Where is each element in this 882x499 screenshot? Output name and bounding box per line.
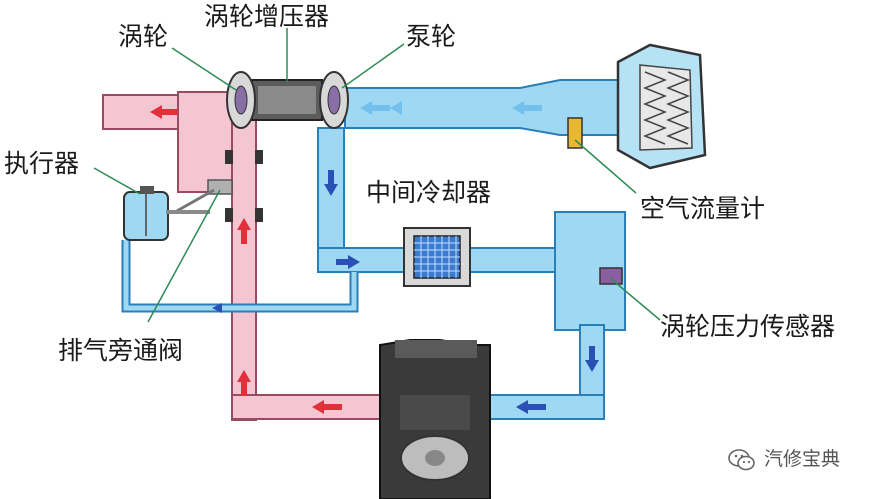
flange <box>255 150 263 164</box>
label-compressor: 泵轮 <box>406 22 457 51</box>
wechat-icon <box>728 449 755 471</box>
arrow <box>150 105 162 119</box>
airflow-meter <box>567 117 583 149</box>
label-turbine: 涡轮 <box>118 22 169 51</box>
leader-lines <box>93 28 661 323</box>
turbocharger <box>226 71 349 129</box>
arrow <box>360 101 372 115</box>
watermark: 汽修宝典 <box>728 448 868 474</box>
boost-sensor <box>599 267 623 285</box>
arrow <box>348 255 360 269</box>
exhaust-arrows <box>150 105 342 414</box>
arrow <box>324 184 338 196</box>
wastegate-rod <box>174 188 215 214</box>
arrow <box>312 400 324 414</box>
actuator <box>123 186 210 241</box>
arrow <box>512 101 524 115</box>
watermark-text: 汽修宝典 <box>764 448 841 470</box>
arrow <box>516 400 528 414</box>
label-wastegate: 排气旁通阀 <box>58 336 184 365</box>
label-actuator: 执行器 <box>4 149 80 178</box>
arrow <box>390 101 402 115</box>
arrow <box>237 370 251 382</box>
label-airflow-meter: 空气流量计 <box>640 194 766 223</box>
flange <box>255 208 263 222</box>
label-boost-sensor: 涡轮压力传感器 <box>660 312 836 341</box>
intake-system <box>121 79 626 420</box>
flange <box>225 208 233 222</box>
label-intercooler: 中间冷却器 <box>366 178 492 207</box>
label-turbocharger: 涡轮增压器 <box>204 2 330 31</box>
intercooler-inlet-pipe <box>317 247 409 273</box>
arrow <box>212 303 222 313</box>
intercooler-outlet-pipe <box>469 247 561 273</box>
arrow <box>585 360 599 372</box>
air-filter <box>616 43 707 170</box>
engine <box>379 339 491 499</box>
flange <box>225 150 233 164</box>
intake-arrows <box>212 101 599 414</box>
arrow <box>237 218 251 230</box>
intercooler <box>403 227 471 287</box>
